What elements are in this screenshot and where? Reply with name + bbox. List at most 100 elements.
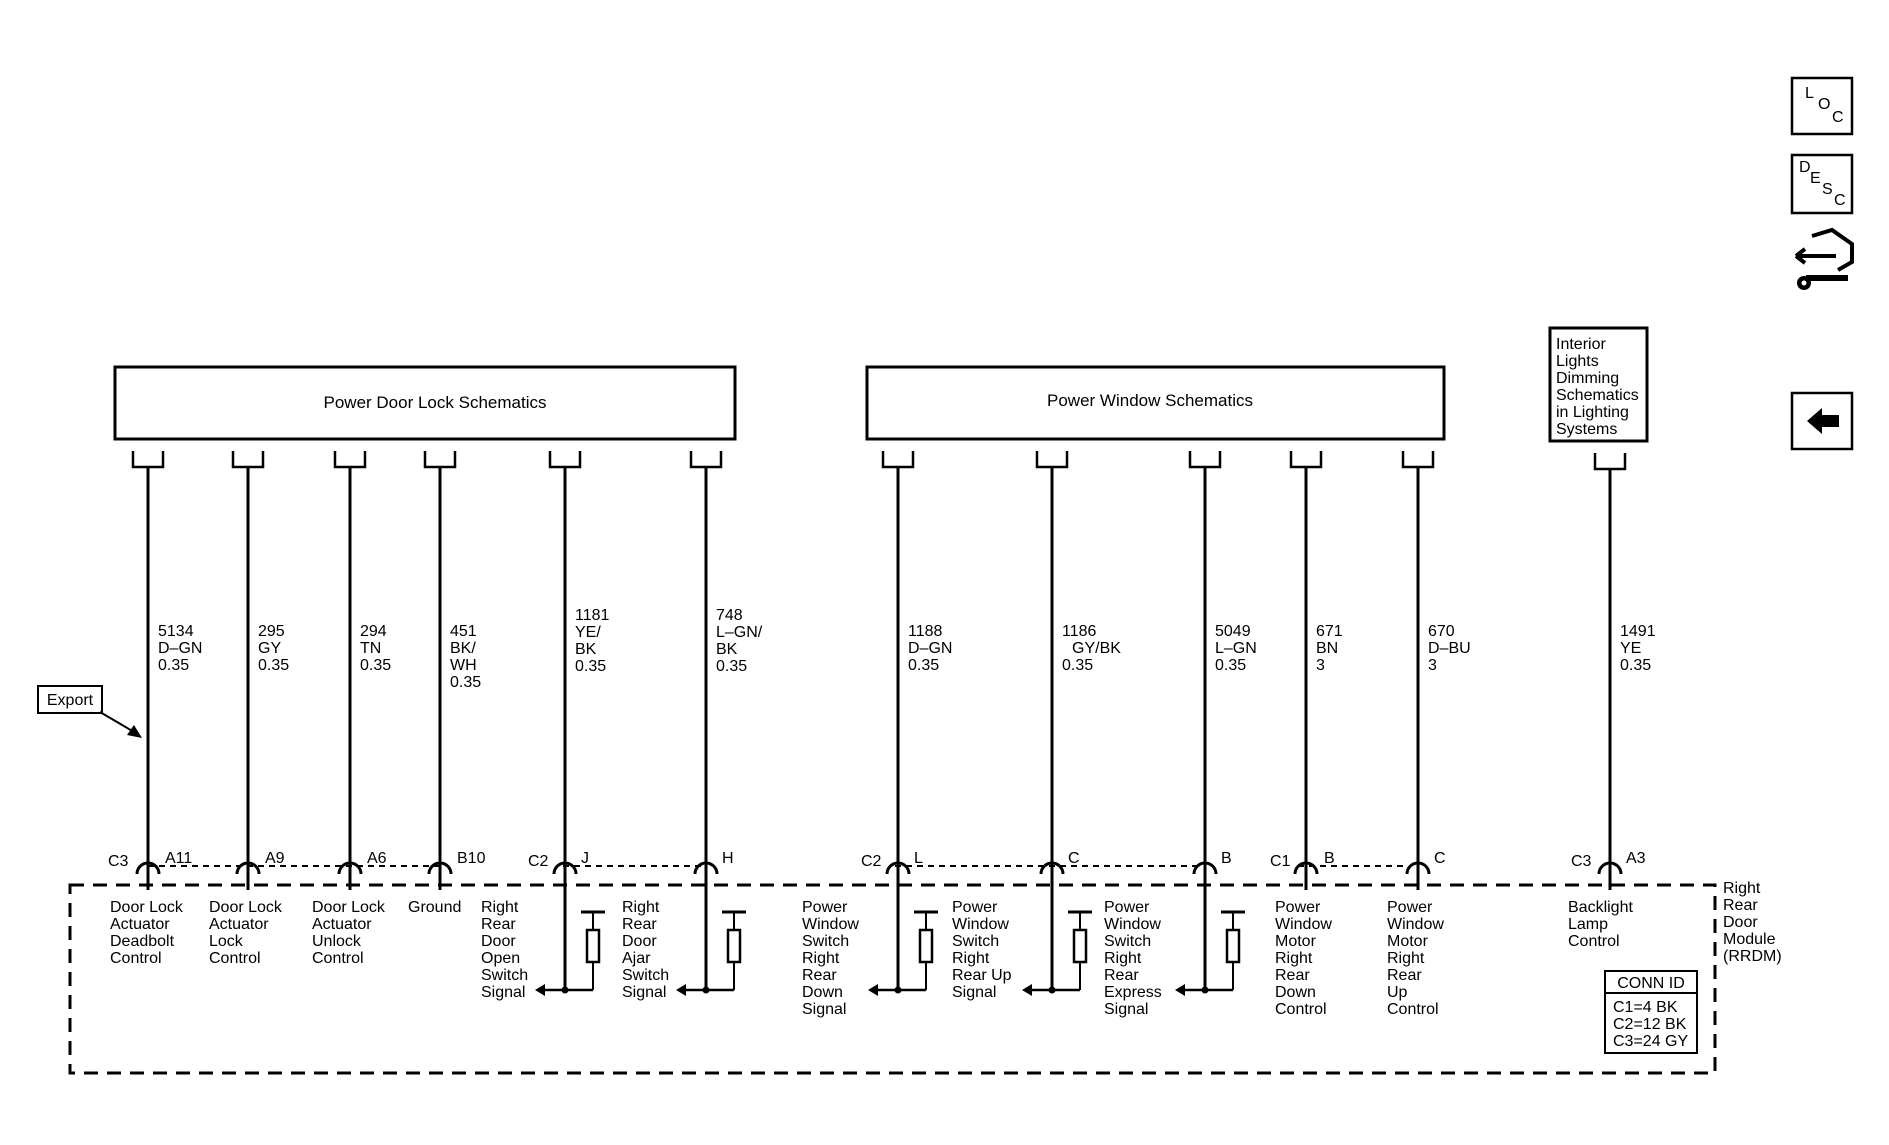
function-label: Rear Up	[952, 967, 1012, 984]
circuit-label: D–BU	[1428, 640, 1471, 657]
circuit-label: D–GN	[158, 640, 202, 657]
circuit-label: 451	[450, 623, 477, 640]
function-label: Motor	[1275, 933, 1317, 950]
circuit-label: BK	[575, 641, 597, 658]
circuit-label: TN	[360, 640, 381, 657]
back-button[interactable]	[1790, 391, 1854, 451]
circuit-label: 0.35	[575, 658, 606, 675]
function-label: Control	[209, 950, 261, 967]
function-label: Rear	[1275, 967, 1310, 984]
circuit-label: 0.35	[1215, 657, 1246, 674]
connector-label: C2	[528, 853, 549, 870]
header-connector-tab	[1188, 451, 1222, 469]
interior-lights-line: Systems	[1556, 421, 1617, 438]
function-label: Window	[1104, 916, 1161, 933]
desc-letter-s: S	[1822, 181, 1833, 198]
door-lock-schematics-box[interactable]: Power Door Lock Schematics	[113, 365, 737, 441]
pin-label: A11	[165, 850, 192, 867]
function-label: Rear	[1104, 967, 1139, 984]
diagnostic-tool-icon[interactable]	[1794, 227, 1854, 290]
pin-label: L	[914, 850, 923, 867]
header-connector-tab	[1035, 451, 1069, 469]
function-label: Door Lock	[209, 899, 283, 916]
circuit-label: WH	[450, 657, 477, 674]
header-connector-tab	[231, 451, 265, 469]
circuit-label: BN	[1316, 640, 1338, 657]
wire-670[interactable]: 670D–BU3CPowerWindowMotorRightRearUpCont…	[1387, 451, 1471, 1018]
function-label: Express	[1104, 984, 1162, 1001]
circuit-label: 0.35	[258, 657, 289, 674]
wire-1188[interactable]: 1188D–GN0.35LC2PowerWindowSwitchRightRea…	[802, 451, 952, 1018]
function-label: Switch	[622, 967, 669, 984]
circuit-label: YE	[1620, 640, 1641, 657]
pull-up-resistor	[1225, 928, 1241, 964]
function-label: Control	[1275, 1001, 1327, 1018]
circuit-label: 670	[1428, 623, 1455, 640]
power-window-schematics-box[interactable]: Power Window Schematics	[865, 365, 1446, 441]
function-label: Power	[952, 899, 998, 916]
function-label: Control	[110, 950, 162, 967]
wire-1181[interactable]: 1181YE/BK0.35JC2RightRearDoorOpenSwitchS…	[481, 451, 610, 1001]
pull-up-resistor	[585, 928, 601, 964]
function-label: Actuator	[312, 916, 372, 933]
wire-671[interactable]: 671BN3BC1PowerWindowMotorRightRearDownCo…	[1270, 451, 1343, 1018]
function-label: Power	[1275, 899, 1321, 916]
function-label: Power	[802, 899, 848, 916]
interior-lights-line: in Lighting	[1556, 404, 1629, 421]
function-label: Rear	[622, 916, 657, 933]
circuit-label: BK/	[450, 640, 476, 657]
function-label: Motor	[1387, 933, 1429, 950]
function-label: Control	[1387, 1001, 1439, 1018]
conn-id-title: CONN ID	[1617, 975, 1685, 992]
function-label: Door Lock	[312, 899, 386, 916]
circuit-label: 0.35	[360, 657, 391, 674]
wire-748[interactable]: 748L–GN/BK0.35HRightRearDoorAjarSwitchSi…	[622, 451, 763, 1001]
power-window-schematics-label: Power Window Schematics	[1047, 391, 1253, 410]
header-connector-tab	[131, 451, 165, 469]
signal-arrow	[868, 984, 878, 996]
desc-button[interactable]: D E S C	[1790, 153, 1854, 215]
export-callout[interactable]: Export	[37, 685, 142, 738]
loc-button[interactable]: L O C	[1790, 76, 1854, 136]
rrdm-module-outline	[68, 883, 1717, 1075]
wire-1186[interactable]: 1186GY/BK0.35CPowerWindowSwitchRightRear…	[952, 451, 1121, 1001]
rrdm-name-line: (RRDM)	[1723, 948, 1782, 965]
pin-label: H	[722, 850, 734, 867]
function-label: Open	[481, 950, 520, 967]
circuit-label: 294	[360, 623, 387, 640]
conn-id-c1: C1=4 BK	[1613, 999, 1678, 1016]
function-label: Window	[1275, 916, 1332, 933]
function-label: Right	[1104, 950, 1142, 967]
pin-label: B10	[457, 850, 486, 867]
header-connector-tab	[689, 451, 723, 469]
circuit-label: L–GN	[1215, 640, 1257, 657]
wire-5049[interactable]: 5049L–GN0.35BPowerWindowSwitchRightRearE…	[1104, 451, 1257, 1018]
pin-label: C	[1434, 850, 1446, 867]
pin-label: C	[1068, 850, 1080, 867]
function-label: Signal	[481, 984, 525, 1001]
circuit-label: 0.35	[908, 657, 939, 674]
connector-label: C2	[861, 853, 882, 870]
header-connector-tab	[1593, 453, 1627, 471]
rrdm-name-line: Module	[1723, 931, 1776, 948]
header-connector-tab	[333, 451, 367, 469]
function-label: Right	[802, 950, 840, 967]
pin-label: J	[581, 850, 589, 867]
loc-letter-c: C	[1832, 109, 1844, 126]
connector-label: C3	[1571, 853, 1592, 870]
junction-dot	[1201, 986, 1209, 994]
circuit-label: 295	[258, 623, 285, 640]
desc-letter-c: C	[1834, 192, 1846, 209]
function-label: Switch	[802, 933, 849, 950]
function-label: Signal	[622, 984, 666, 1001]
function-label: Rear	[481, 916, 516, 933]
conn-id-c2: C2=12 BK	[1613, 1016, 1687, 1033]
